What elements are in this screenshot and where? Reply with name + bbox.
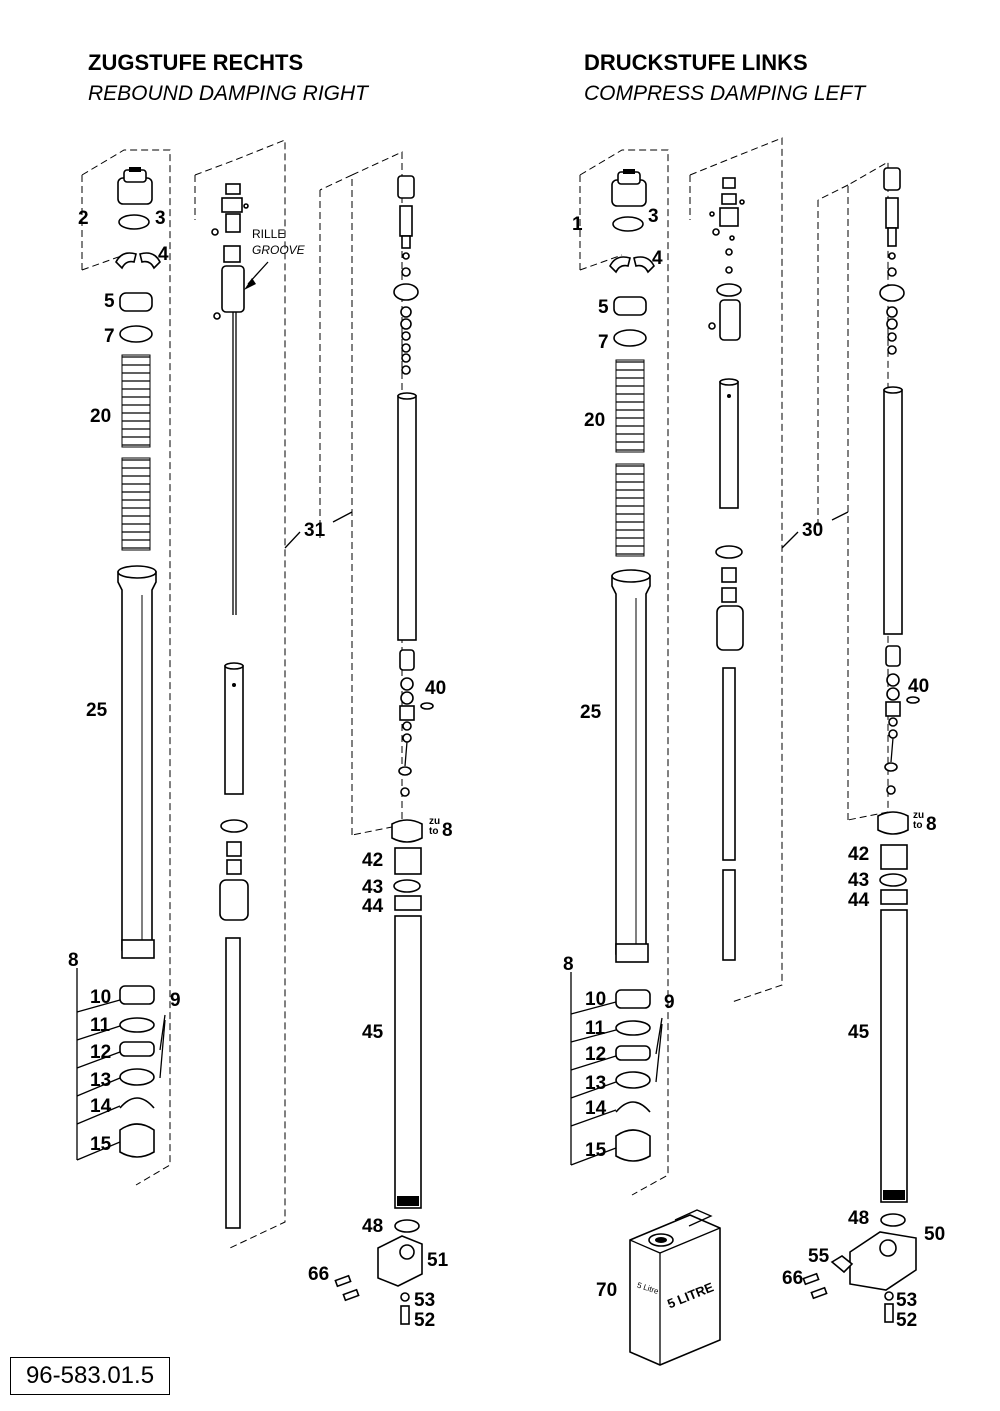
label-15: 15 — [90, 1134, 112, 1155]
label-70: 70 — [596, 1280, 617, 1301]
drawing-code: 96-583.01.5 — [10, 1357, 170, 1395]
label-53: 53 — [414, 1290, 435, 1311]
label-to-r: to — [913, 820, 922, 831]
right-subtitle: COMPRESS DAMPING LEFT — [584, 82, 867, 105]
fork-spring — [121, 354, 151, 551]
label-9: 9 — [170, 990, 181, 1011]
label-7: 7 — [104, 326, 115, 347]
label-45-r: 45 — [848, 1022, 870, 1043]
label-13-r: 13 — [585, 1073, 606, 1094]
o-ring-3 — [118, 214, 150, 230]
label-25: 25 — [86, 700, 108, 721]
label-11-r: 11 — [585, 1018, 606, 1039]
label-42-r: 42 — [848, 844, 869, 865]
washer-7 — [119, 325, 153, 343]
fork-cap — [117, 167, 153, 205]
fork-cap-right — [611, 169, 647, 207]
label-20: 20 — [90, 406, 111, 427]
label-40-r: 40 — [908, 676, 929, 697]
label-4-r: 4 — [652, 248, 663, 269]
spacer-5 — [119, 292, 153, 312]
split-ring-4a — [115, 252, 137, 270]
label-3-r: 3 — [648, 206, 659, 227]
label-5-r: 5 — [598, 297, 609, 318]
label-15-r: 15 — [585, 1140, 607, 1161]
label-43-r: 43 — [848, 870, 869, 891]
group-8-bracket-right — [570, 972, 663, 1166]
right-assembly: 5 LITRE 5 Litre 1 3 4 5 7 20 25 30 40 zu… — [563, 137, 945, 1366]
cartridge-left — [393, 175, 434, 797]
compression-parts — [708, 177, 745, 961]
label-13: 13 — [90, 1070, 111, 1091]
label-30: 30 — [802, 520, 823, 541]
inner-tube-right — [802, 811, 917, 1323]
label-8-top-r: 8 — [926, 814, 937, 835]
label-12-r: 12 — [585, 1044, 606, 1065]
label-5: 5 — [104, 291, 115, 312]
left-title: ZUGSTUFE RECHTS — [88, 50, 303, 75]
label-48: 48 — [362, 1216, 383, 1237]
oil-can: 5 LITRE 5 Litre — [629, 1209, 721, 1366]
label-52: 52 — [414, 1310, 435, 1331]
label-8-r: 8 — [563, 954, 574, 975]
label-12: 12 — [90, 1042, 111, 1063]
left-assembly: RILLE GROOVE — [68, 139, 453, 1331]
label-14: 14 — [90, 1096, 112, 1117]
label-44-r: 44 — [848, 890, 870, 911]
outer-tube-right — [611, 569, 651, 963]
label-20-r: 20 — [584, 410, 605, 431]
label-zu: zu — [429, 816, 440, 827]
label-31: 31 — [304, 520, 326, 541]
label-11: 11 — [90, 1015, 111, 1036]
groove-label-en: GROOVE — [252, 243, 306, 257]
label-52-r: 52 — [896, 1310, 917, 1331]
label-40: 40 — [425, 678, 446, 699]
split-ring-4b — [139, 252, 161, 270]
label-10: 10 — [90, 987, 111, 1008]
bushing-10 — [119, 985, 155, 1005]
label-8: 8 — [68, 950, 79, 971]
cartridge-right — [879, 167, 920, 795]
label-2: 2 — [78, 208, 89, 229]
outer-tube — [117, 565, 157, 959]
label-7-r: 7 — [598, 332, 609, 353]
right-title: DRUCKSTUFE LINKS — [584, 50, 808, 75]
label-zu-r: zu — [913, 810, 924, 821]
inner-tube-left — [334, 819, 423, 1325]
circlip-14 — [119, 1097, 155, 1109]
label-3: 3 — [155, 208, 166, 229]
label-51: 51 — [427, 1250, 449, 1271]
label-to: to — [429, 826, 438, 837]
label-9-r: 9 — [664, 992, 675, 1013]
label-4: 4 — [158, 244, 169, 265]
ring-13 — [119, 1068, 155, 1086]
label-66: 66 — [308, 1264, 329, 1285]
label-10-r: 10 — [585, 989, 606, 1010]
label-8-top: 8 — [442, 820, 453, 841]
seal-12 — [119, 1041, 155, 1057]
label-25-r: 25 — [580, 702, 602, 723]
left-subtitle: REBOUND DAMPING RIGHT — [88, 82, 370, 105]
label-55: 55 — [808, 1246, 830, 1267]
label-44: 44 — [362, 896, 384, 917]
label-45: 45 — [362, 1022, 384, 1043]
group-8-bracket — [76, 968, 166, 1161]
washer-11 — [119, 1017, 155, 1033]
label-43: 43 — [362, 877, 383, 898]
label-66-r: 66 — [782, 1268, 803, 1289]
label-1: 1 — [572, 214, 583, 235]
dust-seal-15 — [119, 1123, 155, 1158]
groove-label-de: RILLE — [252, 227, 285, 241]
fork-spring-right — [615, 359, 645, 557]
adjuster-parts — [211, 183, 269, 615]
label-42: 42 — [362, 850, 383, 871]
label-14-r: 14 — [585, 1098, 607, 1119]
label-48-r: 48 — [848, 1208, 869, 1229]
label-50: 50 — [924, 1224, 945, 1245]
label-53-r: 53 — [896, 1290, 917, 1311]
